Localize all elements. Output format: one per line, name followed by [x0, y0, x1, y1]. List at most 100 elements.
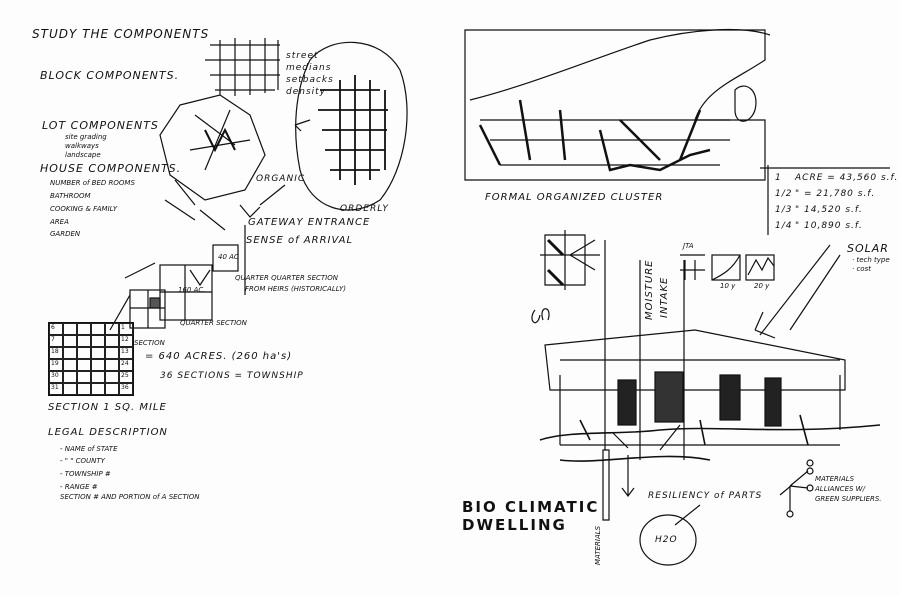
grid-cell [105, 347, 119, 359]
grid-cell: 6 [49, 323, 63, 335]
note: medians [286, 63, 332, 73]
grid-cell [91, 371, 105, 383]
lot-components-heading: LOT COMPONENTS [42, 119, 159, 132]
cluster-perspective-sketch [464, 28, 771, 181]
arrow-sketch [239, 184, 286, 218]
arrival-label: SENSE of ARRIVAL [246, 235, 354, 246]
township-note: 36 SECTIONS = TOWNSHIP [160, 371, 304, 381]
list-item: · tech type [852, 256, 890, 264]
list-item: site grading [65, 133, 107, 141]
mini-charts-sketch [680, 254, 775, 281]
grid-cell: 24 [119, 359, 133, 371]
moisture-label: MOISTURE [644, 259, 655, 321]
20y-label: 20 y [754, 282, 770, 290]
jta-label: JTA [683, 242, 694, 250]
intake-label: INTAKE [659, 276, 670, 318]
qq-note: FROM HEIRS (HISTORICALLY) [245, 285, 346, 293]
grid-cell [91, 383, 105, 395]
note: GREEN SUPPLIERS. [815, 495, 882, 503]
grid-cell [77, 383, 91, 395]
fraction: 1/3 [775, 205, 793, 215]
grid-cell [105, 383, 119, 395]
h2o-circle [639, 514, 697, 566]
legal-description-heading: LEGAL DESCRIPTION [48, 427, 168, 438]
list-item: - NAME of STATE [60, 445, 118, 453]
list-item: - " " COUNTY [60, 457, 105, 465]
section-mile-label: SECTION 1 SQ. MILE [48, 402, 167, 413]
list-item: BATHROOM [50, 192, 91, 200]
list-item: NUMBER of BED ROOMS [50, 179, 135, 187]
grid-cell: 36 [119, 383, 133, 395]
list-item: landscape [65, 151, 101, 159]
qq-section-label: QUARTER QUARTER SECTION [235, 274, 338, 282]
grid-cell [91, 335, 105, 347]
list-item: AREA [50, 218, 69, 226]
orderly-plan-sketch [294, 41, 408, 211]
list-item: SECTION # AND PORTION of A SECTION [60, 493, 200, 501]
house-components-heading: HOUSE COMPONENTS. [40, 162, 182, 175]
grid-cell [105, 371, 119, 383]
grid-cell [77, 335, 91, 347]
vertical-lines [602, 240, 685, 521]
acre-value: " = 21,780 s.f. [795, 189, 876, 199]
note: density [286, 87, 326, 97]
grid-cell: 31 [49, 383, 63, 395]
grid-cell: 25 [119, 371, 133, 383]
grid-cell [77, 371, 91, 383]
grid-cell [63, 347, 77, 359]
solar-label: SOLAR [847, 242, 889, 255]
gateway-label: GATEWAY ENTRANCE [248, 217, 371, 228]
note: street [286, 51, 319, 61]
dwelling-title: DWELLING [462, 516, 567, 534]
10y-label: 10 y [720, 282, 736, 290]
organic-label: ORGANIC [256, 174, 306, 184]
forty-ac-label: 40 AC [218, 253, 239, 261]
grid-cell [105, 335, 119, 347]
list-item: walkways [65, 142, 99, 150]
orderly-label: ORDERLY [340, 204, 389, 214]
acres-note: = 640 ACRES. (260 ha's) [145, 351, 293, 362]
bio-climatic-title: BIO CLIMATIC [462, 498, 600, 516]
grid-cell [77, 347, 91, 359]
township-grid: 6 1 7 12 18 13 19 24 30 25 31 36 [48, 322, 134, 396]
block-components-heading: BLOCK COMPONENTS. [40, 69, 180, 82]
quarter-section-label: QUARTER SECTION [180, 319, 247, 327]
block-grid-sketch [205, 38, 280, 96]
grid-cell: 1 [119, 323, 133, 335]
list-item: GARDEN [50, 230, 81, 238]
section-diagram-sketch [109, 244, 239, 331]
small-plan-sketch [540, 230, 600, 290]
page-title: STUDY THE COMPONENTS [32, 27, 210, 41]
note: ALLIANCES W/ [815, 485, 865, 493]
materials-branches [674, 470, 809, 526]
table-lines [760, 165, 890, 235]
list-item: · cost [852, 265, 871, 273]
grid-cell: 19 [49, 359, 63, 371]
resiliency-arrows [612, 424, 681, 497]
organic-plan-sketch [159, 94, 266, 231]
resiliency-label: RESILIENCY of PARTS [648, 491, 763, 501]
h2o-label: H2O [655, 535, 678, 545]
grid-cell [91, 359, 105, 371]
grid-cell [91, 347, 105, 359]
materials-vertical-label: MATERIALS [594, 525, 602, 565]
acre-value: " 10,890 s.f. [795, 221, 863, 231]
acre-value: " 14,520 s.f. [795, 205, 863, 215]
acre-value: ACRE = 43,560 s.f. [795, 173, 899, 183]
grid-cell [63, 323, 77, 335]
grid-cell [77, 323, 91, 335]
grid-cell: 12 [119, 335, 133, 347]
dwelling-sketch [531, 244, 881, 462]
fraction: 1/2 [775, 189, 793, 199]
grid-cell [91, 323, 105, 335]
fraction: 1/4 [775, 221, 793, 231]
list-item: - RANGE # [60, 483, 98, 491]
grid-cell: 18 [49, 347, 63, 359]
grid-cell: 13 [119, 347, 133, 359]
grid-cell: 30 [49, 371, 63, 383]
note: setbacks [286, 75, 334, 85]
160-ac-label: 160 AC. [178, 286, 206, 294]
grid-cell: 7 [49, 335, 63, 347]
